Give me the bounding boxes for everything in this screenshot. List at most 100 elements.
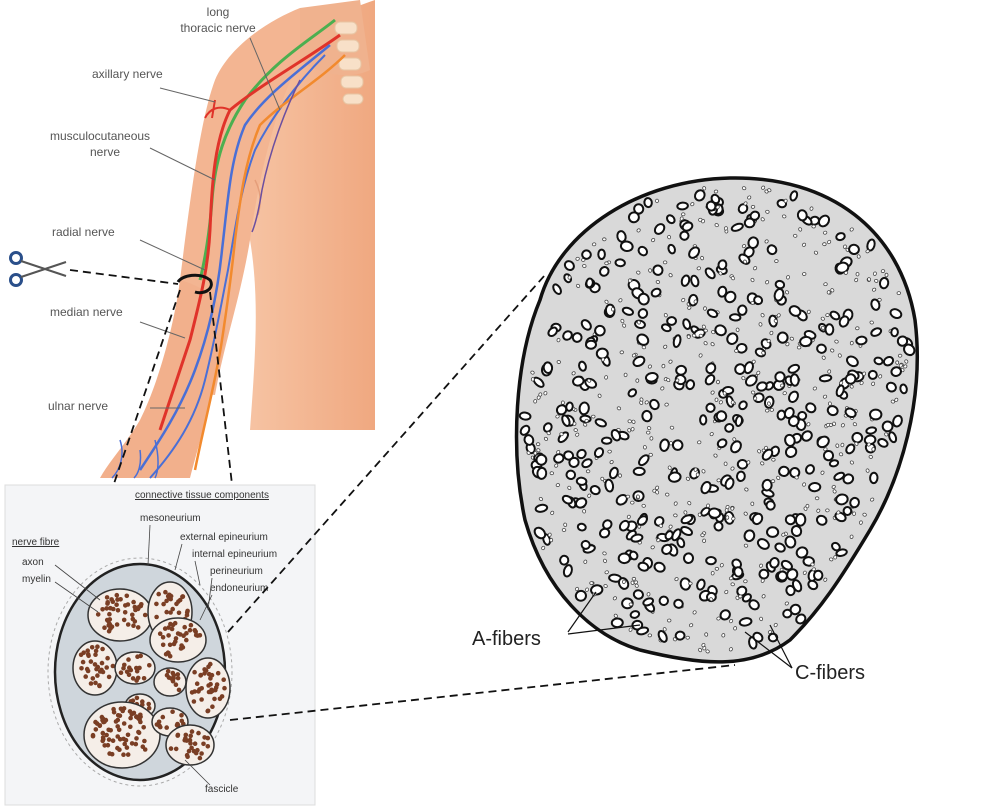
- c-fiber: [663, 344, 668, 349]
- axon-dot: [164, 598, 169, 604]
- a-fiber: [666, 214, 676, 225]
- axon-dot: [154, 722, 160, 727]
- a-fiber: [617, 552, 631, 565]
- c-fiber: [658, 523, 663, 528]
- axon-dot: [160, 714, 166, 720]
- c-fiber: [630, 427, 635, 432]
- c-fiber: [871, 447, 876, 452]
- a-fiber: [576, 522, 587, 532]
- c-fiber: [730, 582, 735, 587]
- c-fiber: [703, 328, 708, 333]
- c-fiber: [631, 576, 637, 581]
- c-fiber: [871, 381, 876, 386]
- a-fiber: [899, 383, 908, 395]
- c-fiber: [549, 471, 554, 476]
- axon-dot: [104, 732, 109, 738]
- axon-dot: [115, 608, 121, 613]
- axon-dot: [154, 601, 159, 607]
- c-fiber: [567, 275, 572, 280]
- c-fiber: [589, 581, 594, 586]
- a-fiber: [595, 347, 609, 360]
- c-fiber: [867, 277, 872, 282]
- c-fiber: [822, 394, 828, 399]
- c-fiber: [796, 345, 802, 350]
- a-fiber: [652, 264, 664, 276]
- c-fiber: [806, 422, 811, 427]
- c-fiber: [743, 579, 748, 584]
- c-fiber: [641, 345, 647, 350]
- axon-dot: [83, 674, 88, 679]
- axon-dot: [106, 737, 112, 742]
- c-fiber: [681, 298, 686, 303]
- axon-dot: [166, 651, 171, 656]
- c-fiber: [631, 419, 636, 424]
- c-fiber: [811, 567, 816, 572]
- c-fiber: [597, 393, 602, 398]
- axon-dot: [183, 732, 189, 738]
- axon-dot: [103, 717, 109, 723]
- a-fiber: [787, 363, 800, 374]
- c-fiber: [811, 224, 816, 229]
- axon-dot: [187, 627, 193, 633]
- a-fiber: [685, 379, 696, 391]
- c-fiber: [705, 649, 710, 654]
- axon-dot: [175, 733, 180, 738]
- axon-dot: [179, 643, 184, 648]
- c-fiber: [849, 227, 854, 232]
- c-fiber: [825, 423, 831, 427]
- axon-dot: [114, 602, 119, 607]
- c-fiber: [655, 280, 661, 284]
- a-fiber: [676, 201, 689, 211]
- axon-dot: [118, 597, 123, 602]
- axon-dot: [107, 751, 112, 756]
- a-fiber: [892, 414, 903, 428]
- c-fiber: [839, 380, 844, 386]
- c-fiber: [679, 216, 684, 221]
- c-fiber: [865, 249, 870, 254]
- axon-dot: [80, 659, 86, 665]
- c-fiber: [533, 399, 538, 404]
- c-fiber: [619, 350, 624, 355]
- c-fiber: [602, 551, 607, 556]
- c-fiber: [587, 493, 592, 498]
- label-endoneurium: endoneurium: [210, 583, 268, 594]
- c-fiber: [583, 559, 588, 564]
- c-fiber: [812, 386, 818, 391]
- axon-dot: [124, 745, 130, 750]
- c-fiber: [601, 357, 605, 362]
- a-fiber: [822, 450, 835, 462]
- a-fiber: [784, 535, 797, 549]
- axon-dot: [175, 675, 181, 681]
- c-fiber: [716, 379, 720, 385]
- a-fiber: [562, 330, 573, 341]
- a-fiber: [738, 400, 748, 411]
- c-fiber: [660, 386, 665, 391]
- a-fiber: [735, 470, 746, 482]
- a-fiber: [637, 561, 650, 572]
- a-fiber: [730, 222, 744, 232]
- a-fiber: [696, 578, 706, 591]
- a-fiber: [604, 478, 615, 493]
- axon-dot: [137, 665, 142, 671]
- c-fiber: [646, 592, 651, 597]
- c-fiber: [854, 277, 859, 283]
- c-fiber: [813, 250, 819, 255]
- c-fiber: [715, 205, 720, 210]
- c-fiber: [783, 198, 788, 204]
- a-fiber: [643, 197, 653, 209]
- c-fiber: [730, 506, 735, 511]
- c-fiber: [741, 186, 747, 191]
- axon-dot: [158, 724, 163, 730]
- c-fiber: [575, 432, 580, 437]
- axon-dot: [205, 735, 211, 741]
- a-fiber: [674, 630, 686, 641]
- a-fiber: [653, 516, 665, 527]
- a-fiber: [717, 259, 728, 271]
- axon-dot: [188, 622, 194, 628]
- c-fiber: [636, 320, 641, 325]
- fascicle-enlarged: [514, 176, 919, 664]
- c-fiber: [630, 500, 635, 505]
- a-fiber: [644, 372, 659, 383]
- axon-dot: [126, 657, 131, 662]
